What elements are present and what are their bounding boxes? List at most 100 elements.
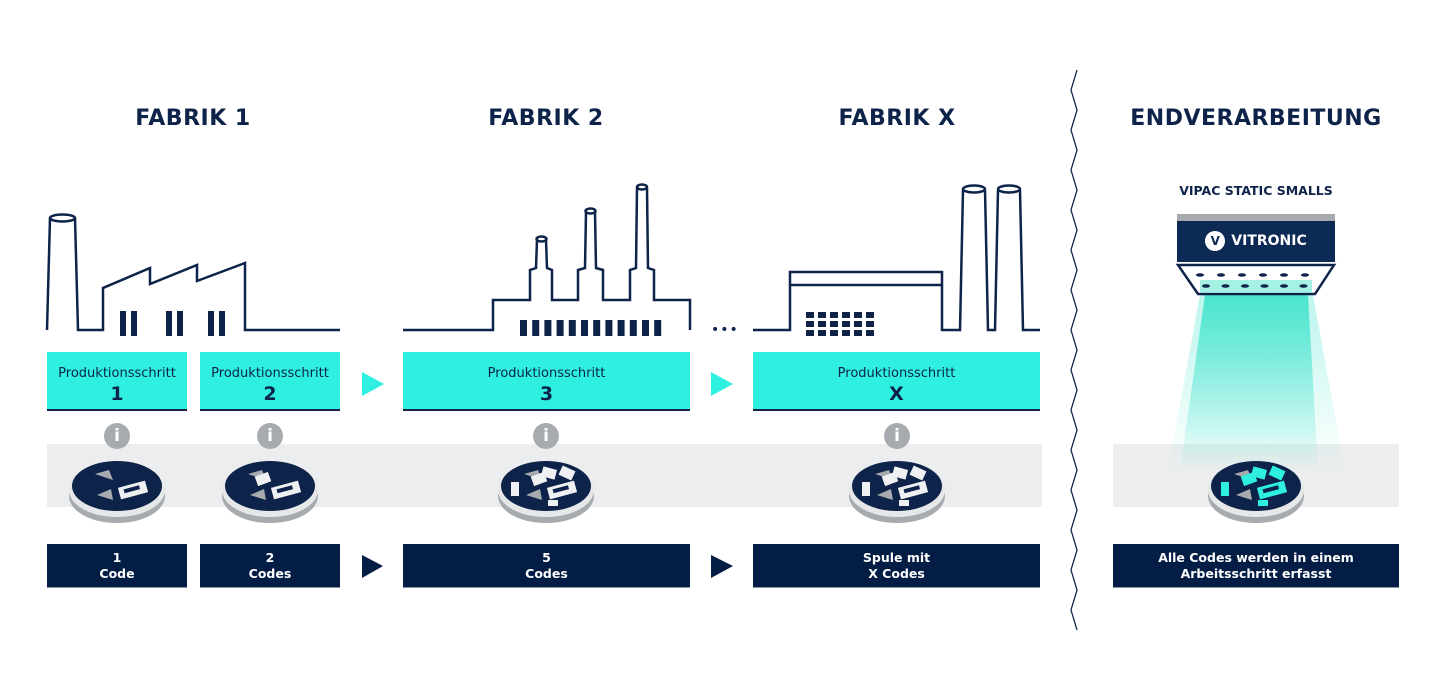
teal-arrow-icon [711,372,733,396]
window [866,330,874,336]
production-step-3: Produktionsschritt 3 [403,352,690,411]
window [854,330,862,336]
production-step-2: Produktionsschritt 2 [200,352,340,411]
window [568,320,576,336]
codes-count: 1 [112,549,122,565]
code-disc [849,461,945,523]
window [866,312,874,318]
window [830,321,838,327]
led [1238,273,1246,277]
window [593,320,601,336]
window [642,320,649,336]
codes-box-2: 2 Codes [200,544,340,588]
code-disc [222,461,318,523]
stage-title-fabrik-x: FABRIK X [838,106,956,131]
navy-arrow-icon [362,555,383,578]
window [581,320,588,336]
step-label: Produktionsschritt [837,366,956,381]
factory-x-windows [806,312,874,336]
stage-title-fabrik-2: FABRIK 2 [488,106,604,131]
step-label: Produktionsschritt [211,366,329,381]
codes-label: X Codes [868,565,925,581]
codes-count: 5 [542,549,551,565]
codes-count: 2 [265,549,275,565]
window [866,321,874,327]
vitronic-logo: V VITRONIC [1177,220,1335,262]
info-icon[interactable]: i [533,423,559,449]
led [1202,284,1210,288]
factory-x-icon [753,184,1040,332]
window [617,320,625,336]
factory-2-windows [520,320,662,336]
window [806,321,814,327]
step-number: 2 [263,383,277,405]
window [806,330,814,336]
factory-2-icon [403,183,692,332]
scanner-device [1168,214,1345,470]
window [830,330,838,336]
info-icon[interactable]: i [104,423,130,449]
led [1280,273,1288,277]
led [1301,273,1309,277]
window [842,321,850,327]
code-disc [69,461,165,523]
window [842,330,850,336]
led [1299,284,1308,288]
led [1217,273,1225,277]
brand-name: VITRONIC [1231,233,1307,249]
production-step-1: Produktionsschritt 1 [47,352,187,411]
step-label: Produktionsschritt [487,366,606,381]
step-number: 1 [110,383,124,405]
window [520,320,527,336]
led [1221,284,1230,288]
section-divider [1070,69,1078,631]
result-line-1: Alle Codes werden in einem [1158,549,1354,565]
codes-label: Codes [248,565,292,581]
window [818,312,826,318]
codes-label: Codes [525,565,568,581]
codes-label: Code [99,565,135,581]
led [1196,273,1204,277]
led [1280,284,1288,288]
window [629,320,637,336]
led [1259,273,1267,277]
window [605,320,613,336]
window [854,321,862,327]
codes-box-x: Spule mit X Codes [753,544,1040,588]
stage-title-endverarbeitung: ENDVERARBEITUNG [1130,106,1382,131]
codes-box-3: 5 Codes [403,544,690,588]
code-disc [498,461,594,523]
step-number: X [889,383,904,405]
step-label: Produktionsschritt [58,366,176,381]
result-line-2: Arbeitsschritt erfasst [1180,565,1332,581]
window [854,312,862,318]
ellipsis: ••• [711,322,739,338]
led [1260,284,1269,288]
window [532,320,540,336]
window [818,321,826,327]
led [1241,284,1249,288]
factory-1-icon [45,213,340,332]
window [556,320,564,336]
window [544,320,552,336]
vitronic-v-icon: V [1205,231,1226,251]
info-icon[interactable]: i [257,423,283,449]
window [818,330,826,336]
step-number: 3 [539,383,554,405]
info-icon[interactable]: i [884,423,910,449]
production-step-x: Produktionsschritt X [753,352,1040,411]
window [842,312,850,318]
code-disc [1208,461,1304,523]
window [654,320,662,336]
navy-arrow-icon [711,555,733,578]
scanner-title: VIPAC STATIC SMALLS [1179,183,1333,198]
window [806,312,814,318]
stage-title-fabrik-1: FABRIK 1 [135,106,251,131]
window [830,312,838,318]
codes-box-1: 1 Code [47,544,187,588]
result-box: Alle Codes werden in einem Arbeitsschrit… [1113,544,1399,588]
factory-1-windows [120,311,225,336]
teal-arrow-icon [362,372,384,396]
